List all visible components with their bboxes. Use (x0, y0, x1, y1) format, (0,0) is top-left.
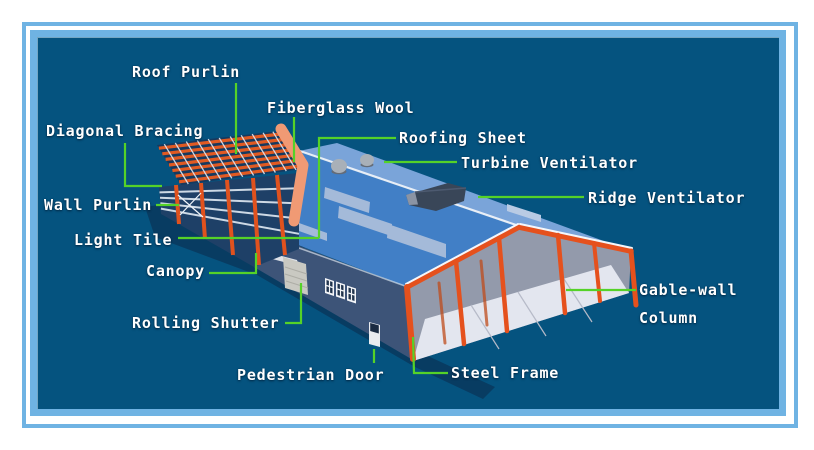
leader-roofing-sheet (317, 136, 396, 238)
wall-windows-graphic (325, 278, 357, 305)
label-pedestrian-door: Pedestrian Door (237, 366, 385, 384)
roof-purlin-grid (157, 131, 302, 185)
diagram-panel: Roof Purlin Fiberglass Wool Diagonal Bra… (37, 37, 779, 409)
building-illustration (123, 83, 639, 399)
label-ridge-ventilator: Ridge Ventilator (588, 189, 746, 207)
light-tile-strips (299, 187, 541, 258)
inner-border (30, 30, 786, 416)
pedestrian-door-graphic (369, 322, 380, 347)
label-roof-purlin: Roof Purlin (132, 63, 241, 81)
wall-framing (159, 173, 300, 267)
leader-steel-frame (411, 336, 448, 375)
leader-rolling-shutter (285, 283, 303, 325)
label-diagonal-bracing: Diagonal Bracing (46, 122, 204, 140)
label-gable-wall-line2: Column (639, 309, 698, 327)
label-canopy: Canopy (146, 262, 205, 280)
ridge-ventilator-graphic (406, 183, 467, 211)
label-turbine-ventilator: Turbine Ventilator (461, 154, 638, 172)
roofing-sheet-graphic (287, 151, 519, 287)
diagonal-bracing-graphic (177, 192, 204, 218)
label-wall-purlin: Wall Purlin (44, 196, 153, 214)
label-steel-frame: Steel Frame (451, 364, 560, 382)
label-rolling-shutter: Rolling Shutter (132, 314, 280, 332)
steel-frame-graphic (404, 223, 639, 362)
label-gable-wall-column: Gable-wall Column (639, 276, 737, 332)
label-fiberglass-wool: Fiberglass Wool (267, 99, 415, 117)
gable-wall-column-graphic (555, 232, 568, 316)
leader-lines (123, 83, 636, 375)
front-wall (254, 244, 413, 360)
leader-canopy (209, 253, 258, 275)
far-roof-slope (299, 143, 631, 251)
leader-diagonal-bracing (123, 143, 162, 188)
fiberglass-wool-graphic (275, 123, 309, 227)
turbine-ventilator-graphic (331, 154, 374, 175)
label-light-tile: Light Tile (74, 231, 173, 249)
label-gable-wall-line1: Gable-wall (639, 281, 738, 299)
label-roofing-sheet: Roofing Sheet (399, 129, 527, 147)
outer-border (22, 22, 798, 428)
